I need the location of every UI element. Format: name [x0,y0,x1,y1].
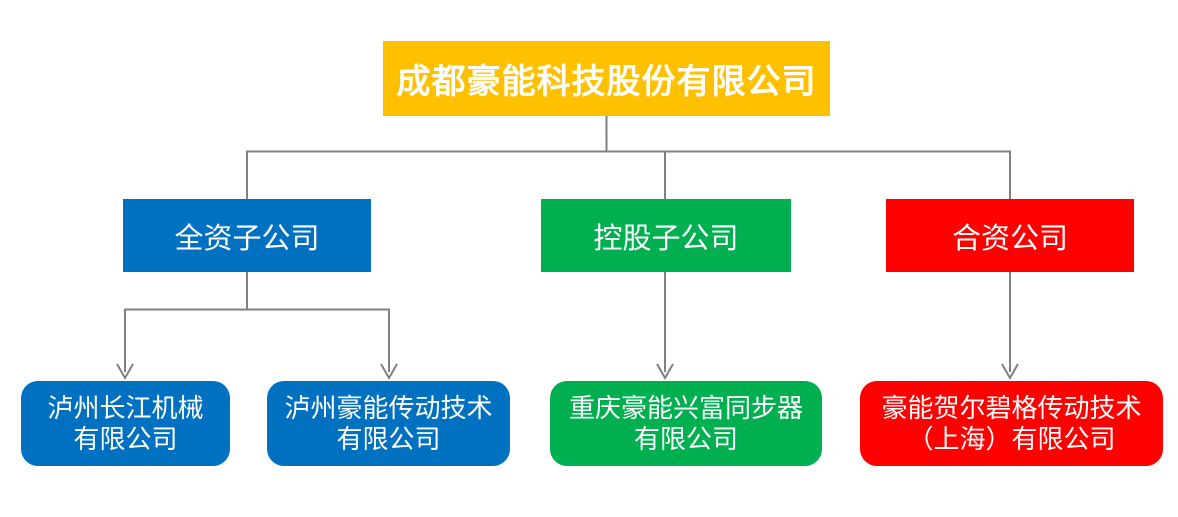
arrowhead-icon [116,363,134,381]
org-node-leaf-luzhou-haoneng: 泸州豪能传动技术 有限公司 [267,381,510,466]
org-node-leaf-chongqing-xingfu: 重庆豪能兴富同步器 有限公司 [550,381,822,466]
org-node-group-joint-venture: 合资公司 [886,199,1134,272]
connector-root-branch [246,116,1011,199]
leaf-label-line2: 有限公司 [336,423,441,454]
connector-group1-branch [124,272,390,372]
org-node-leaf-hoerbiger-shanghai: 豪能贺尔碧格传动技术 （上海）有限公司 [860,381,1163,466]
org-node-root: 成都豪能科技股份有限公司 [383,41,830,116]
leaf-label-line1: 泸州豪能传动技术 [284,392,493,423]
org-node-group-holding: 控股子公司 [541,199,791,272]
leaf-label-line1: 豪能贺尔碧格传动技术 [881,392,1142,423]
arrowhead-icon [656,363,674,381]
arrowhead-icon [1001,363,1019,381]
org-node-leaf-luzhou-changjiang: 泸州长江机械 有限公司 [21,381,230,466]
leaf-label-line2: 有限公司 [633,423,738,454]
org-node-group-wholly-owned: 全资子公司 [123,199,371,272]
leaf-label-line1: 重庆豪能兴富同步器 [568,392,803,423]
leaf-label-line2: 有限公司 [73,423,178,454]
leaf-label-line2: （上海）有限公司 [907,423,1116,454]
leaf-label-line1: 泸州长江机械 [47,392,204,423]
arrowhead-icon [380,363,398,381]
